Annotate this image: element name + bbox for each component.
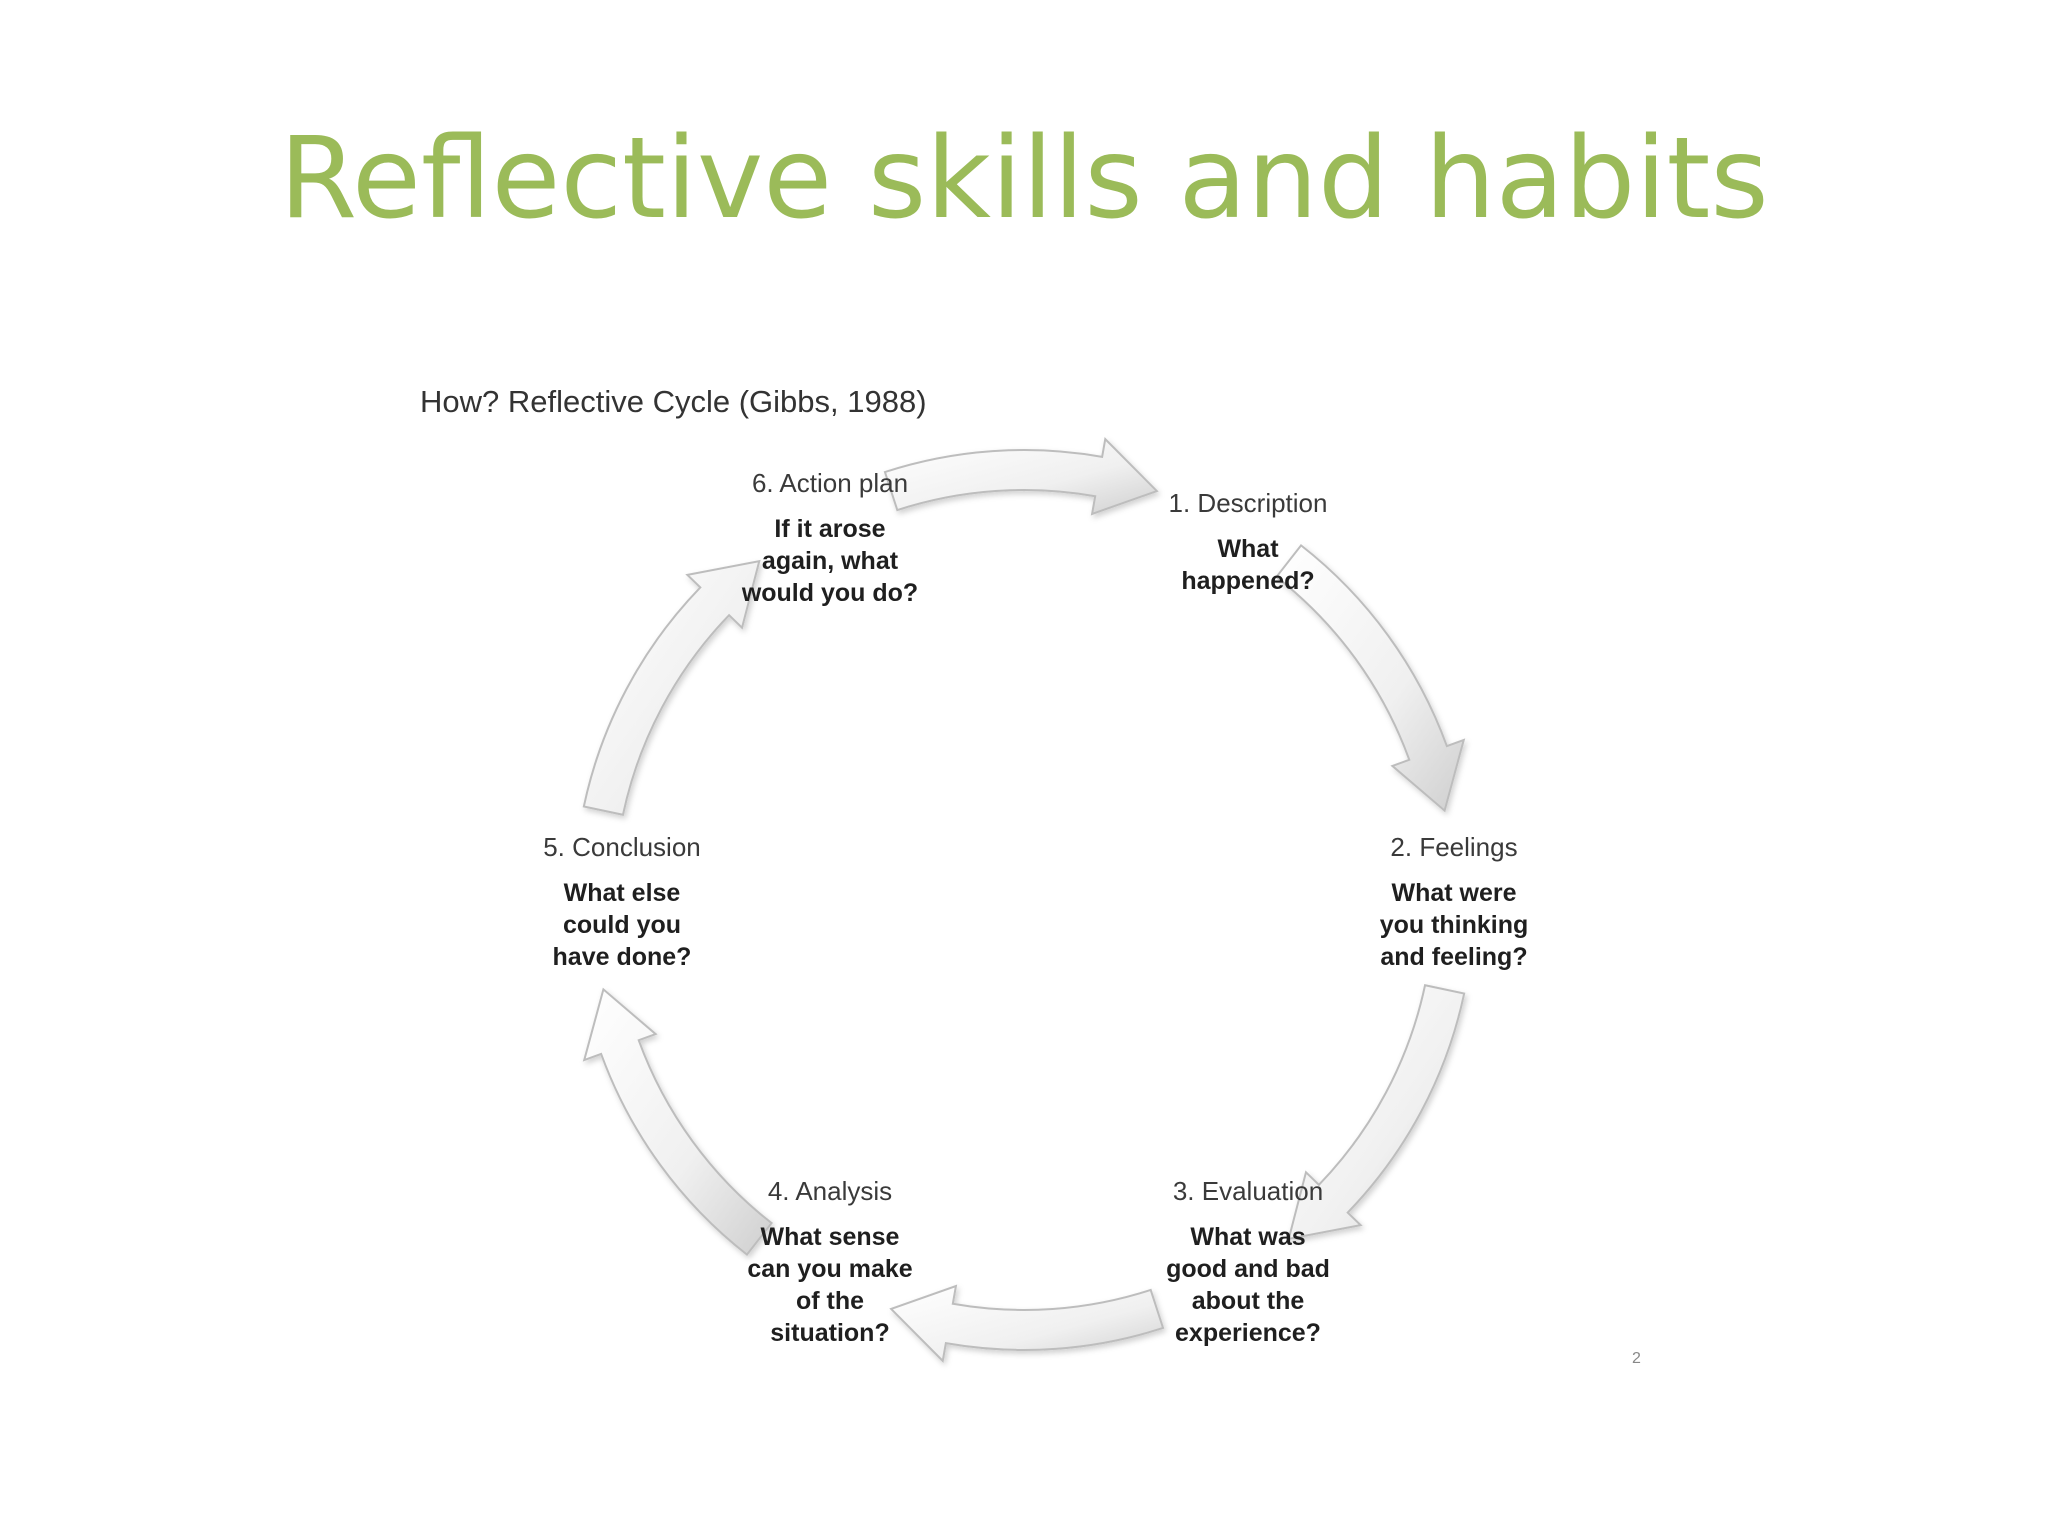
stage-question: What else could you have done? <box>552 879 692 971</box>
stage-label: 3. Evaluation <box>1172 1176 1324 1206</box>
arrow-description-to-feelings <box>1275 543 1466 813</box>
diagram-heading: How? Reflective Cycle (Gibbs, 1988) <box>420 384 927 419</box>
stage-action-plan: 6. Action plan If it arose again, what w… <box>700 468 960 609</box>
arrow-feelings-to-evaluation <box>1287 984 1466 1241</box>
stage-feelings: 2. Feelings What were you thinking and f… <box>1324 832 1584 973</box>
stage-question: What sense can you make of the situation… <box>747 1223 913 1347</box>
arrow-conclusion-to-action-plan <box>582 559 761 816</box>
arrow-action-plan-to-description <box>883 437 1159 516</box>
arrow-evaluation-to-analysis <box>889 1284 1165 1363</box>
stage-question: If it arose again, what would you do? <box>741 515 919 607</box>
stage-question: What were you thinking and feeling? <box>1379 879 1529 971</box>
stage-evaluation: 3. Evaluation What was good and bad abou… <box>1118 1176 1378 1349</box>
stage-label: 2. Feelings <box>1390 832 1518 862</box>
stage-label: 1. Description <box>1168 488 1328 518</box>
stage-description: 1. Description What happened? <box>1118 488 1378 597</box>
stage-conclusion: 5. Conclusion What else could you have d… <box>492 832 752 973</box>
stage-label: 6. Action plan <box>751 468 909 498</box>
arrow-analysis-to-conclusion <box>582 987 773 1257</box>
stage-label: 4. Analysis <box>767 1176 893 1206</box>
stage-label: 5. Conclusion <box>543 832 701 862</box>
stage-question: What was good and bad about the experien… <box>1166 1223 1330 1347</box>
stage-analysis: 4. Analysis What sense can you make of t… <box>700 1176 960 1349</box>
page-number: 2 <box>1632 1350 1641 1367</box>
slide-title: Reflective skills and habits <box>279 114 1769 244</box>
stage-question: What happened? <box>1181 535 1315 595</box>
